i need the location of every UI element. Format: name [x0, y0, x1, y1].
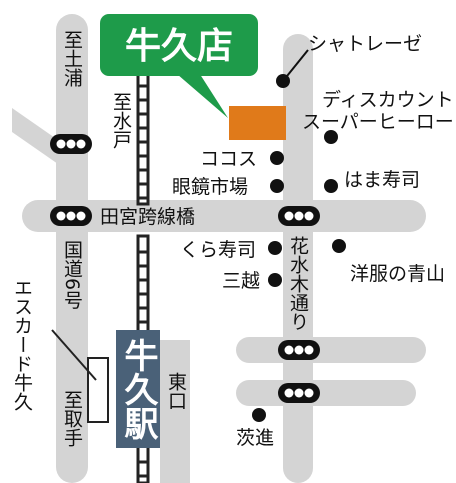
mito-label: 至水戸	[110, 92, 132, 149]
hamazushi-label: はま寿司	[344, 169, 420, 191]
discount-dot	[324, 130, 338, 144]
megane-dot	[270, 179, 284, 193]
cocos-dot	[270, 151, 284, 165]
route6-branch	[12, 108, 58, 164]
rail-lower	[136, 234, 150, 334]
road-labels: 田宮跨線橋 至土浦 至水戸 国道6号 至取手 花水木通り 東口 エスカード牛久	[11, 30, 309, 447]
station-box	[116, 330, 160, 448]
landmark-dots	[252, 49, 346, 422]
toride-label: 至取手	[61, 390, 83, 447]
east-exit-road	[160, 340, 190, 483]
store-name: 牛久店	[125, 26, 233, 67]
signal-route6-bridge	[50, 206, 92, 226]
bridge-road	[22, 200, 426, 232]
megane-label: 眼鏡市場	[172, 176, 248, 198]
signal-route6-upper	[50, 134, 92, 154]
signal-hanamizuki-lower2	[278, 383, 320, 403]
ibarakishin-label: 茨進	[236, 427, 274, 449]
route6-label: 国道6号	[61, 240, 83, 309]
kurazushi-label: くら寿司	[180, 239, 256, 261]
signal-hanamizuki-lower1	[278, 340, 320, 360]
lower-road-2	[236, 380, 416, 406]
mitsukoshi-label: 三越	[222, 270, 260, 292]
roads	[12, 14, 426, 483]
route6-road	[56, 14, 88, 483]
escard-building	[87, 357, 109, 423]
station-name: 牛久駅	[118, 338, 158, 441]
traffic-signals	[50, 134, 320, 403]
signal-hanamizuki-bridge	[278, 206, 320, 226]
lower-road-1	[236, 337, 426, 363]
discount-label-line2: スーパーヒーロー	[302, 111, 454, 133]
escard-label: エスカード牛久	[11, 278, 33, 411]
bridge-label: 田宮跨線橋	[100, 206, 195, 228]
escard-leader	[51, 329, 97, 381]
east-exit-label: 東口	[165, 372, 187, 410]
hanamizuki-label: 花水木通り	[287, 236, 309, 331]
store-marker	[229, 106, 286, 140]
chateraise-leader	[282, 49, 309, 82]
hamazushi-dot	[324, 179, 338, 193]
chateraise-label: シャトレーゼ	[308, 33, 422, 55]
kurazushi-dot	[268, 241, 282, 255]
aoyama-dot	[332, 239, 346, 253]
hanamizuki-road	[283, 34, 313, 483]
aoyama-label: 洋服の青山	[350, 263, 445, 285]
ibarakishin-dot	[252, 408, 266, 422]
discount-label-line1: ディスカウント	[322, 89, 454, 111]
cocos-label: ココス	[200, 148, 257, 170]
landmark-labels: シャトレーゼ ディスカウント スーパーヒーロー ココス 眼鏡市場 はま寿司 くら…	[172, 33, 454, 449]
store-callout	[100, 14, 258, 76]
store-callout-tail	[170, 68, 228, 118]
tsuchiura-label: 至土浦	[61, 30, 83, 88]
mitsukoshi-dot	[268, 273, 282, 287]
